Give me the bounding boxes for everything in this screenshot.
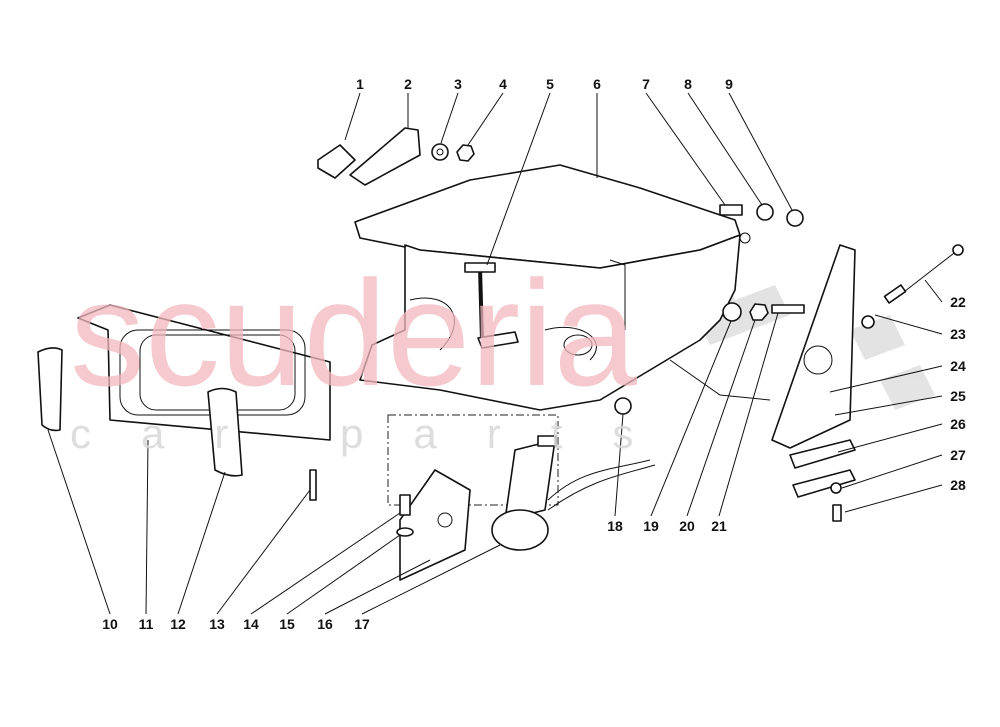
washer [431,143,449,161]
headlight-bezel [77,304,331,441]
leader-line-23 [874,314,943,335]
callout-13: 13 [209,616,225,632]
bolt [399,494,411,516]
washer [396,527,414,537]
callout-21: 21 [711,518,727,534]
callout-10: 10 [102,616,118,632]
bolt [832,504,842,522]
leader-line-7 [645,92,726,206]
bolt [771,304,805,314]
callout-3: 3 [454,76,462,92]
headlight-housing [354,164,751,411]
leader-line-12 [177,471,226,615]
callout-1: 1 [356,76,364,92]
motor-bracket [399,469,471,581]
callout-15: 15 [279,616,295,632]
leader-line-16 [324,559,431,615]
callout-6: 6 [593,76,601,92]
callout-24: 24 [950,358,966,374]
leader-line-15 [286,534,401,615]
leader-line-3 [440,92,459,144]
leader-line-10 [47,429,111,615]
callout-27: 27 [950,447,966,463]
screw [719,204,743,216]
clip [317,144,356,179]
side-trim-left [37,347,63,432]
callout-8: 8 [684,76,692,92]
lift-motor [491,435,656,551]
leader-line-4 [467,92,504,146]
callout-16: 16 [317,616,333,632]
leader-line-9 [728,92,793,211]
callout-22: 22 [950,294,966,310]
callout-17: 17 [354,616,370,632]
callout-28: 28 [950,477,966,493]
side-trim-right [207,387,243,477]
callout-20: 20 [679,518,695,534]
leader-line-28 [844,484,943,513]
pad [792,469,856,498]
callout-2: 2 [404,76,412,92]
leader-line-13 [216,489,311,615]
leader-line-8 [687,92,763,206]
leader-line-24 [829,365,943,393]
cap-nut [786,209,804,227]
leader-line-1 [344,92,361,141]
callout-11: 11 [139,616,154,632]
washer [722,302,742,322]
callout-4: 4 [499,76,507,92]
callout-7: 7 [642,76,650,92]
bushing [614,397,632,415]
callout-26: 26 [950,416,966,432]
callout-9: 9 [725,76,733,92]
leader-line-19 [650,320,732,517]
leader-line-20 [686,319,756,517]
callout-18: 18 [607,518,623,534]
callout-14: 14 [243,616,259,632]
nut [456,144,475,162]
nut [749,303,769,321]
screw [309,469,317,501]
leader-line-27 [841,454,943,489]
leader-line-11 [145,439,149,615]
leader-line-17 [361,544,501,615]
pad [789,439,856,469]
callout-25: 25 [950,388,966,404]
leader-line-21 [718,312,779,517]
cable-end [883,284,907,304]
leader-line-14 [250,512,401,615]
callout-23: 23 [950,326,966,342]
washer [756,203,774,221]
leader-line-22 [924,279,943,303]
callout-5: 5 [546,76,554,92]
leader-line-26 [837,423,943,453]
bracket [349,127,421,186]
callout-12: 12 [170,616,186,632]
link-rod [464,262,519,349]
leader-line-5 [486,92,551,266]
callout-19: 19 [643,518,659,534]
washer [830,482,842,494]
leader-line-18 [614,413,624,517]
leader-line-25 [834,395,943,416]
